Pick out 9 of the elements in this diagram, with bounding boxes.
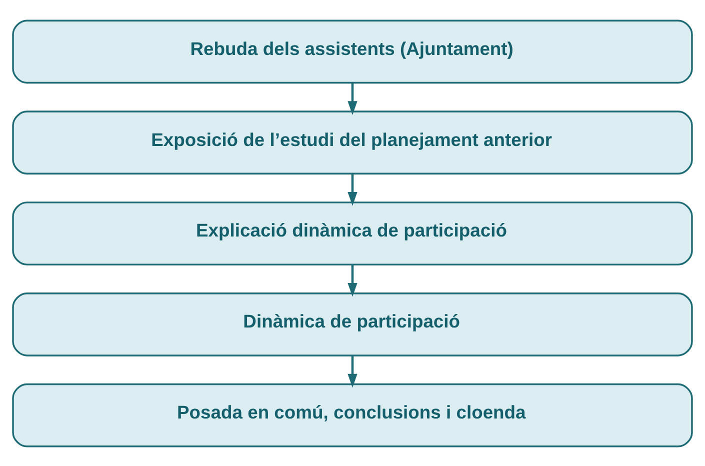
node-box: Rebuda dels assistents (Ajuntament): [12, 19, 693, 84]
arrow: [348, 264, 358, 296]
arrow: [348, 355, 358, 388]
node-box: Posada en comú, conclusions i cloenda: [12, 382, 693, 447]
arrow: [348, 173, 358, 206]
arrow: [348, 82, 358, 114]
node-box: Explicació dinàmica de participació: [12, 201, 693, 265]
node-box: Dinàmica de participació: [12, 292, 693, 356]
node-box: Exposició de l’estudi del planejament anterior: [12, 110, 693, 174]
